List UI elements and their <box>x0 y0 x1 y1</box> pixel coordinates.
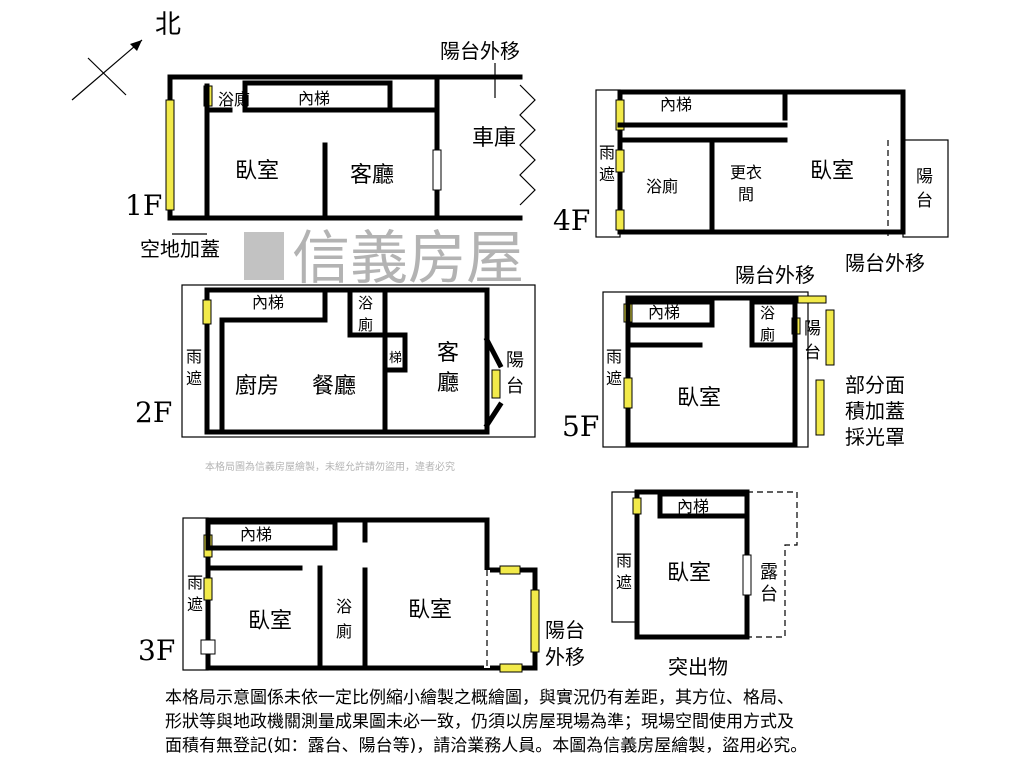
room-label: 採光罩 <box>845 425 905 449</box>
disclaimer-line: 形狀等與地政機關測量成果圖未必一致，仍須以房屋現場為準；現場空間使用方式及 <box>165 712 794 732</box>
room-label: 浴 <box>336 597 352 616</box>
room-label: 陽台 <box>545 618 585 642</box>
floor-1f: 浴廁 內梯 臥室 客廳 車庫 陽台外移 空地加蓋 1F <box>125 39 536 261</box>
room-label: 遮 <box>599 165 615 184</box>
compass: 北 <box>71 10 181 101</box>
floor-label-4f: 4F <box>553 204 590 237</box>
room-label: 遮 <box>606 369 622 388</box>
brand-logo-icon <box>244 232 284 280</box>
room-label: 陽台外移 <box>735 263 815 287</box>
north-label: 北 <box>155 10 181 40</box>
room-label: 更衣 <box>730 163 762 182</box>
room-label: 浴廁 <box>218 90 250 109</box>
disclaimer: 本格局示意圖係未依一定比例縮小繪製之概繪圖，與實況仍有差距，其方位、格局、 形狀… <box>165 686 945 758</box>
floor-3f: 內梯 雨 遮 臥室 浴 廁 臥室 陽台 外移 3F <box>138 517 585 673</box>
disclaimer-line: 面積有無登記(如：露台、陽台等)，請洽業務人員。本圖為信義房屋繪製，盜用必究。 <box>165 736 808 756</box>
room-label: 遮 <box>187 595 203 614</box>
room-label: 浴 <box>358 294 373 312</box>
disclaimer-line: 本格局示意圖係未依一定比例縮小繪製之概繪圖，與實況仍有差距，其方位、格局、 <box>165 688 794 708</box>
floor-label-1f: 1F <box>125 189 162 222</box>
room-label: 廁 <box>336 622 352 641</box>
floor-2f: 內梯 浴 廁 梯 雨 遮 廚房 餐廳 客 廳 陽 台 2F <box>135 284 536 438</box>
room-label: 陽 <box>916 167 933 187</box>
watermark: 信義房屋 本格局圖為信義房屋繪製，未經允許請勿盜用，違者必究 <box>205 224 524 473</box>
room-label: 內梯 <box>648 303 680 322</box>
room-label: 台 <box>916 191 933 211</box>
room-label: 廁 <box>760 326 775 344</box>
room-label: 臥室 <box>408 598 452 623</box>
room-label: 雨 <box>606 347 622 366</box>
room-label: 臥室 <box>810 159 854 184</box>
floor-5f: 內梯 浴 廁 陽 台 雨 遮 臥室 陽台外移 部分面 積加蓋 採光罩 5F <box>562 263 905 449</box>
room-label: 部分面 <box>845 373 905 397</box>
room-label: 餐廳 <box>312 374 356 399</box>
floor-label-2f: 2F <box>135 396 172 429</box>
room-label: 內梯 <box>660 95 692 114</box>
room-label: 雨 <box>599 143 615 162</box>
room-label: 突出物 <box>668 655 728 679</box>
room-label: 間 <box>738 185 754 204</box>
room-label: 陽 <box>804 319 821 339</box>
floor-label-5f: 5F <box>562 410 599 443</box>
room-label: 遮 <box>616 573 632 592</box>
watermark-text: 本格局圖為信義房屋繪製，未經允許請勿盜用，違者必究 <box>205 460 455 473</box>
watermark-brand: 信義房屋 <box>292 224 524 292</box>
room-label: 臥室 <box>235 159 279 184</box>
floor-label-3f: 3F <box>138 634 175 667</box>
room-label: 台 <box>804 343 821 363</box>
room-label: 台 <box>506 376 524 397</box>
room-label: 內梯 <box>240 525 272 544</box>
room-label: 雨 <box>186 347 202 366</box>
room-label: 臥室 <box>248 609 292 634</box>
room-label: 積加蓋 <box>845 399 905 423</box>
room-label: 臥室 <box>677 386 721 411</box>
room-label: 廳 <box>437 371 459 396</box>
room-label: 空地加蓋 <box>140 237 220 261</box>
room-label: 廁 <box>358 316 373 334</box>
room-label: 客 <box>437 341 459 366</box>
room-label: 內梯 <box>677 497 709 516</box>
floor-4f: 內梯 雨 遮 浴廁 更衣 間 臥室 陽 台 陽台外移 4F <box>553 89 949 275</box>
room-label: 內梯 <box>298 89 330 108</box>
room-label: 台 <box>760 584 778 605</box>
room-label: 客廳 <box>350 163 394 188</box>
room-label: 臥室 <box>667 561 711 586</box>
room-label: 陽台外移 <box>845 251 925 275</box>
room-label: 內梯 <box>252 293 284 312</box>
room-label: 露 <box>760 562 778 583</box>
room-label: 浴 <box>760 304 775 322</box>
room-label: 廚房 <box>235 374 279 399</box>
room-label: 雨 <box>187 573 203 592</box>
room-label: 外移 <box>545 645 585 669</box>
room-label: 車庫 <box>472 126 516 151</box>
room-label: 雨 <box>616 551 632 570</box>
room-label: 浴廁 <box>646 177 678 196</box>
room-label: 梯 <box>389 351 402 366</box>
room-label: 陽 <box>506 350 524 371</box>
room-label: 遮 <box>186 369 202 388</box>
room-label: 陽台外移 <box>440 39 520 63</box>
floor-roof: 內梯 雨 遮 臥室 露 台 突出物 <box>611 489 798 679</box>
